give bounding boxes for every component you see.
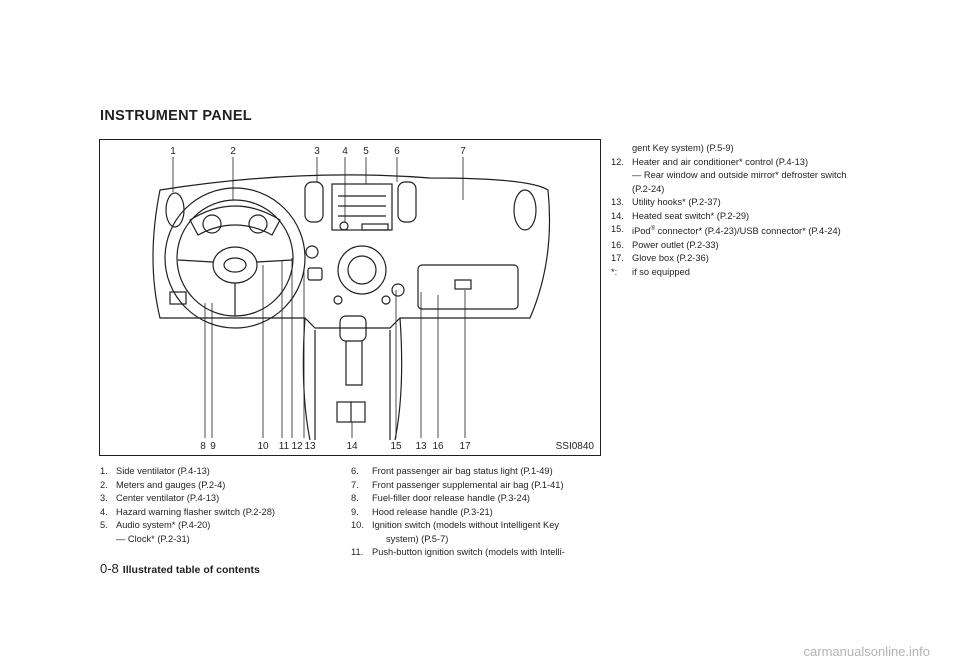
- release-handles: [169, 291, 187, 305]
- list-item: 3.Center ventilator (P.4-13): [100, 493, 220, 503]
- dashboard-outline: [152, 174, 551, 329]
- section-title: INSTRUMENT PANEL: [100, 108, 252, 124]
- callout-8: 8: [200, 441, 206, 452]
- callout-12: 12: [291, 441, 303, 452]
- climate-control-knob: [337, 245, 387, 295]
- callout-9: 9: [210, 441, 216, 452]
- callout-16: 16: [432, 441, 444, 452]
- list-item: 7.Front passenger supplemental air bag (…: [351, 479, 564, 490]
- list-item: *:if so equipped: [611, 266, 690, 277]
- callout-4: 4: [342, 146, 348, 157]
- list-item: 17.Glove box (P.2-36): [611, 253, 709, 264]
- callout-1: 1: [170, 146, 176, 157]
- list-item: 1.Side ventilator (P.4-13): [100, 466, 210, 476]
- legend-column-1: 1.Side ventilator (P.4-13) 2.Meters and …: [100, 465, 340, 546]
- callout-13b: 13: [415, 441, 427, 452]
- power-outlet: [391, 283, 405, 297]
- figure-code: SSI0840: [555, 441, 594, 452]
- list-item: 6.Front passenger air bag status light (…: [351, 466, 553, 476]
- legend-column-2: 6.Front passenger air bag status light (…: [351, 465, 601, 560]
- emblem: [223, 257, 247, 273]
- list-item: 12.Heater and air conditioner* control (…: [611, 156, 847, 194]
- legend-column-3: gent Key system) (P.5-9) 12.Heater and a…: [611, 142, 861, 279]
- center-ventilator-right: [397, 181, 417, 223]
- section-label: Illustrated table of contents: [122, 564, 260, 576]
- list-item: 4.Hazard warning flasher switch (P.2-28): [100, 506, 275, 517]
- list-item-continuation: gent Key system) (P.5-9): [632, 143, 734, 153]
- list-item: 16.Power outlet (P.2-33): [611, 239, 719, 250]
- watermark: carmanualsonline.info: [803, 644, 930, 659]
- list-item: 8.Fuel-filler door release handle (P.3-2…: [351, 493, 530, 503]
- callout-2: 2: [230, 146, 236, 157]
- callout-13: 13: [304, 441, 316, 452]
- center-ventilator-left: [304, 181, 324, 223]
- instrument-panel-illustration: 1 2 3 4 5 6 7 8 9 10 11 12 13 14 15 13 1…: [152, 146, 551, 452]
- list-item: 11.Push-button ignition switch (models w…: [351, 547, 565, 557]
- side-ventilator-right: [513, 189, 537, 231]
- side-ventilator-left: [165, 192, 185, 228]
- callout-5: 5: [363, 146, 369, 157]
- list-item: 9.Hood release handle (P.3-21): [351, 506, 493, 517]
- callout-10: 10: [257, 441, 269, 452]
- hazard-switch: [339, 221, 349, 231]
- callout-7: 7: [460, 146, 466, 157]
- steering-wheel-hub: [212, 246, 258, 284]
- meters-and-gauges: [189, 205, 281, 236]
- steering-wheel-rim: [164, 187, 306, 329]
- list-item: 15.iPod® connector* (P.4-23)/USB connect…: [611, 224, 841, 237]
- glove-box: [417, 264, 519, 310]
- callout-17: 17: [459, 441, 471, 452]
- shift-lever: [339, 315, 367, 342]
- list-item: 2.Meters and gauges (P.2-4): [100, 479, 226, 490]
- list-item: 13.Utility hooks* (P.2-37): [611, 197, 721, 207]
- callout-11: 11: [279, 441, 290, 452]
- callout-6: 6: [394, 146, 400, 157]
- list-item: 14.Heated seat switch* (P.2-29): [611, 210, 750, 221]
- page-number: 0-8: [100, 561, 119, 576]
- instrument-panel-figure: 1 2 3 4 5 6 7 8 9 10 11 12 13 14 15 13 1…: [99, 139, 601, 456]
- list-item: 10.Ignition switch (models without Intel…: [351, 520, 560, 544]
- list-item: 5.Audio system* (P.4-20)— Clock* (P.2-31…: [100, 520, 211, 544]
- callout-3: 3: [314, 146, 320, 157]
- callout-15: 15: [390, 441, 402, 452]
- callout-14: 14: [346, 441, 358, 452]
